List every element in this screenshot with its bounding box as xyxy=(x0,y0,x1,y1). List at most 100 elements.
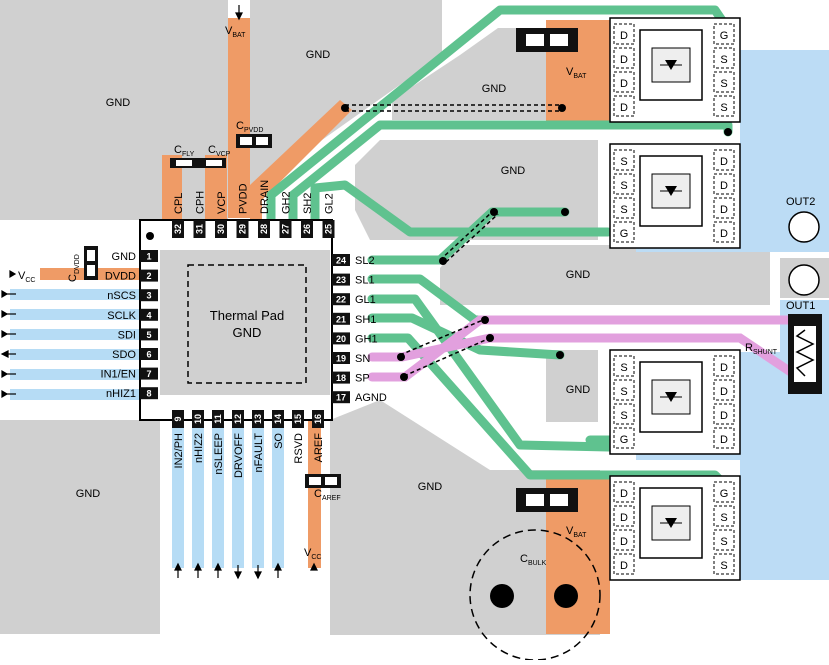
mosfet-pin-label: S xyxy=(720,512,727,524)
logic-trace-sdo xyxy=(10,349,140,360)
pin-pad xyxy=(140,387,158,400)
out1-label: OUT1 xyxy=(786,300,815,312)
mosfet-pin-label: S xyxy=(620,180,627,192)
via-sh1 xyxy=(556,351,564,359)
logic-trace-so xyxy=(272,420,284,568)
pin-label: GND xyxy=(112,251,137,263)
pin-number: 28 xyxy=(259,224,269,234)
pins-top: 32CPL31CPH30VCP29PVDD28DRAIN27GH226SH225… xyxy=(172,180,336,238)
pin-number: 4 xyxy=(146,310,151,320)
vbat-arrow xyxy=(235,5,243,21)
logic-trace-in1 xyxy=(10,369,140,380)
pin-label: SCLK xyxy=(107,310,136,322)
via-sn-a xyxy=(397,353,405,361)
pin-number: 20 xyxy=(336,334,346,344)
pin-number: 27 xyxy=(281,224,291,234)
pin-pad xyxy=(140,269,158,282)
pin-label: IN2/PH xyxy=(173,433,185,469)
pin-label: GL1 xyxy=(355,294,376,306)
gnd-pour-upper-right xyxy=(392,28,546,120)
pin-27: 27 GH2 xyxy=(279,191,293,238)
pin-label: SL2 xyxy=(355,255,375,267)
pin-number: 15 xyxy=(293,414,303,424)
pin-number: 7 xyxy=(146,369,151,379)
pin-label: GH2 xyxy=(281,191,293,214)
pin-label: DRVOFF xyxy=(233,433,245,478)
pin-label: DRAIN xyxy=(259,180,271,214)
signal-arrow xyxy=(1,369,16,379)
pin-pad xyxy=(140,250,158,262)
pin-pad xyxy=(322,220,335,238)
signal-arrow xyxy=(1,329,16,339)
pin-label: SP xyxy=(355,373,370,385)
pin-label: IN1/EN xyxy=(101,369,137,381)
pin-label: AGND xyxy=(355,392,387,404)
trace-sp xyxy=(367,315,800,382)
pin-number: 13 xyxy=(253,414,263,424)
signal-arrow xyxy=(254,565,262,580)
pin-label: CPL xyxy=(173,193,185,214)
logic-trace-nfault xyxy=(252,420,264,568)
gnd-pour-bottom-center xyxy=(330,400,600,635)
pin-pad xyxy=(332,273,350,286)
pin-label: nHIZ2 xyxy=(193,433,205,463)
pin-pad xyxy=(292,410,304,428)
mosfet-pin-label: S xyxy=(620,410,627,422)
mosfet-pin-label: D xyxy=(720,180,728,192)
pin-label: nSLEEP xyxy=(213,433,225,475)
pin-number: 16 xyxy=(313,414,323,424)
logic-trace-drvoff xyxy=(232,420,244,568)
pin-pad xyxy=(212,410,224,428)
pin-pad xyxy=(140,367,158,380)
pin-number: 10 xyxy=(193,414,203,424)
mosfet-pin-label: D xyxy=(720,228,728,240)
mosfet-pin-label: D xyxy=(620,536,628,548)
inner-link-sl2-b xyxy=(445,213,499,263)
pin-number: 21 xyxy=(336,314,346,324)
pin-pad xyxy=(172,220,184,238)
labels: GND GND GND GND GND GND GND GND VBAT VBA… xyxy=(18,25,815,567)
gnd-label-upper-right: GND xyxy=(482,83,507,95)
pin-pad xyxy=(272,410,284,428)
signal-arrow xyxy=(174,562,182,578)
via-sl2-a xyxy=(439,257,447,265)
via-sp-b xyxy=(486,334,494,342)
mosfet-pin-label: S xyxy=(620,204,627,216)
pin-pad xyxy=(312,410,324,428)
pin-label: nFAULT xyxy=(253,433,265,473)
pin-pad xyxy=(332,312,350,325)
via-sn-b xyxy=(481,316,489,324)
vcc-label-left: VCC xyxy=(18,270,35,284)
mosfet-pin-label: S xyxy=(720,54,727,66)
mosfet-pin-label: D xyxy=(720,362,728,374)
pin-pad xyxy=(258,220,270,238)
vbat-label-pvdd: VBAT xyxy=(225,25,246,39)
vbat-label-top: VBAT xyxy=(566,66,587,80)
pin-pad xyxy=(140,348,158,360)
pin-pad xyxy=(140,289,158,302)
mosfet-pin-label: D xyxy=(620,512,628,524)
pin-label: AREF xyxy=(313,433,325,463)
pin-pad xyxy=(332,371,350,384)
inner-link-sp xyxy=(403,337,491,377)
pin-number: 14 xyxy=(273,414,283,424)
cap-vbat-bottom xyxy=(516,488,578,512)
pin-number: 26 xyxy=(302,224,312,234)
vcc-arrow-bottom xyxy=(310,562,318,571)
vbat-label-bottom: VBAT xyxy=(566,525,587,539)
pin-number: 32 xyxy=(173,224,183,234)
pin-label: SH1 xyxy=(355,314,376,326)
